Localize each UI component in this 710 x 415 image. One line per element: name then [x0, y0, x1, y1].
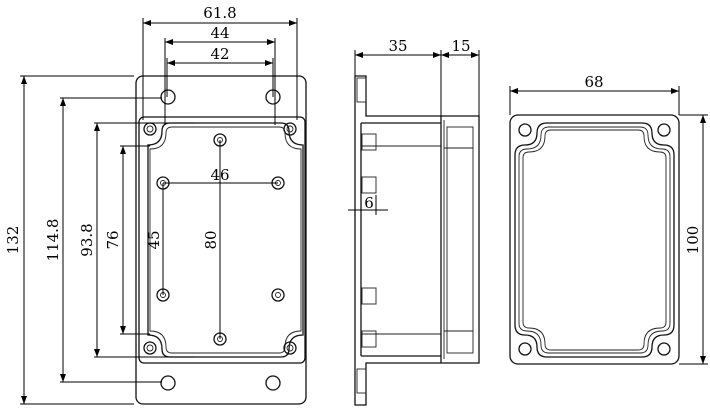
- lid-screw-hole-icon: [657, 342, 671, 356]
- dim-lid-width: 68: [584, 73, 603, 91]
- dim-lid-inner-height: 76: [104, 230, 122, 249]
- side-ribs: [356, 77, 377, 394]
- lid-screw-hole-icon: [518, 123, 532, 137]
- body-outline: [138, 116, 306, 364]
- dim-flange-hole-spacing-inner: 42: [210, 45, 229, 63]
- gasket-groove-mid: [518, 126, 671, 354]
- gasket-groove-inner: [522, 129, 667, 351]
- dim-flange-hole-spacing-outer: 44: [210, 24, 229, 42]
- lid-screw-hole-icon: [657, 123, 671, 137]
- top-dimensions: [509, 86, 708, 365]
- flange-hole-icon: [160, 375, 176, 391]
- side-dimensions: [348, 50, 480, 215]
- dim-boss-vertical-spacing: 45: [145, 230, 163, 249]
- dim-flange-hole-pitch: 114.8: [44, 219, 62, 262]
- front-view: 61.8 44 42 46 132 114.8 93.8 76 45 80: [4, 4, 307, 405]
- dim-boss-center-spacing: 80: [202, 230, 220, 249]
- lid-inner-outline: [149, 126, 302, 354]
- dim-lid-height: 100: [684, 226, 702, 255]
- gasket-groove-outer: [514, 122, 675, 358]
- flange-hole-icon: [265, 375, 281, 391]
- flange-holes: [160, 89, 281, 391]
- dim-flange-thickness: 6: [364, 194, 374, 212]
- dim-height-overall: 132: [4, 226, 22, 255]
- lid-screw-hole-icon: [518, 342, 532, 356]
- dim-lid-depth: 15: [451, 37, 470, 55]
- lid-gasket-outline: [147, 122, 304, 358]
- lid-outline: [509, 114, 680, 365]
- side-view: 35 15 6: [348, 37, 480, 406]
- dim-base-depth: 35: [388, 37, 407, 55]
- mounting-flange-plate: [135, 75, 307, 405]
- dim-width-overall: 61.8: [203, 4, 236, 22]
- dim-body-height: 93.8: [78, 223, 96, 256]
- front-dimensions: [20, 18, 298, 405]
- corner-screws: [143, 122, 297, 355]
- lid-inner-profile: [446, 126, 474, 354]
- flange-hole-icon: [160, 89, 176, 105]
- top-view: 68 100: [509, 73, 708, 365]
- dim-boss-horizontal-spacing: 46: [210, 166, 229, 184]
